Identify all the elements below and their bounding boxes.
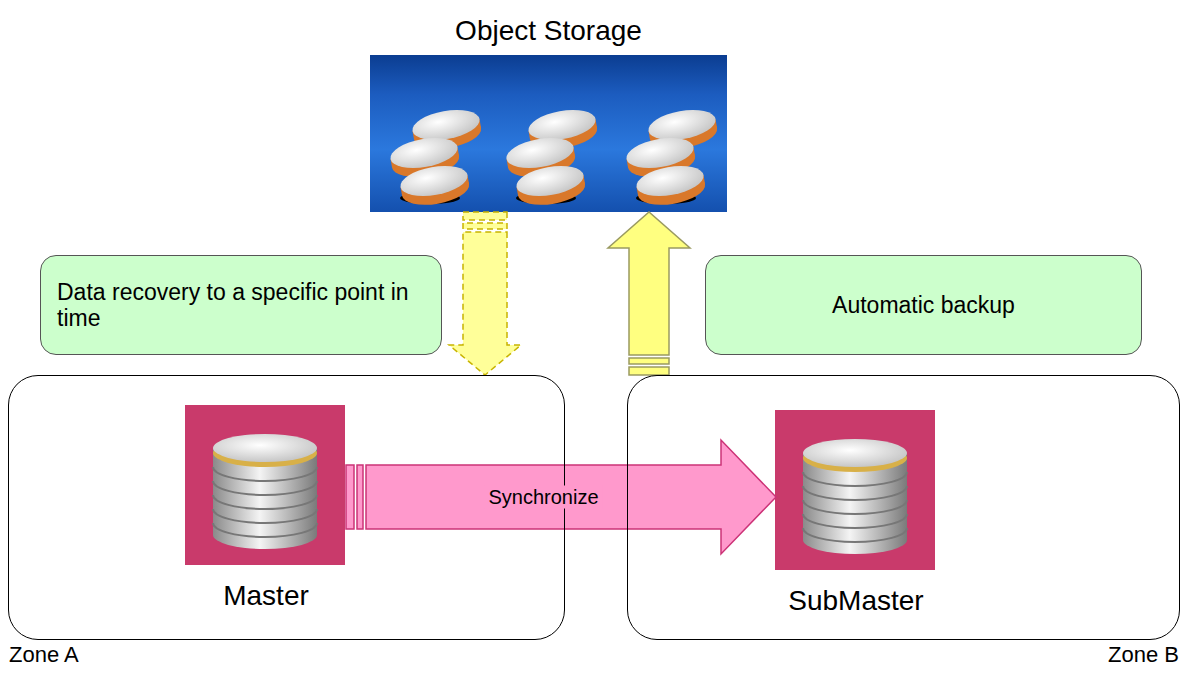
- backup-arrow: [608, 212, 690, 375]
- arrow-shape: [608, 212, 690, 355]
- sync-arrow: [346, 440, 776, 554]
- database-label: Master: [106, 580, 426, 612]
- callout-box: Data recovery to a specific point in tim…: [40, 255, 442, 355]
- arrow-shape: [629, 358, 669, 364]
- arrow-shape: [357, 465, 363, 529]
- arrow-shape: [629, 367, 669, 375]
- recovery-arrow: [449, 212, 521, 375]
- arrow-shape: [463, 223, 507, 229]
- database-node: SubMaster: [776, 411, 936, 571]
- connector-label: Synchronize: [484, 486, 602, 509]
- callout-text: Data recovery to a specific point in tim…: [57, 279, 425, 332]
- arrow-shape: [463, 212, 507, 220]
- database-label: SubMaster: [696, 585, 1016, 617]
- database-icon: [775, 410, 935, 570]
- arrow-shape: [449, 232, 521, 375]
- database-node: Master: [186, 406, 346, 566]
- zone-box: SubMasterZone B: [627, 375, 1180, 640]
- callout-box: Automatic backup: [705, 255, 1142, 355]
- zone-box: MasterZone A: [8, 375, 565, 640]
- callout-text: Automatic backup: [832, 292, 1015, 318]
- object-storage-image: [370, 55, 727, 212]
- database-icon: [185, 405, 345, 565]
- zone-label: Zone A: [9, 642, 79, 667]
- arrow-shape: [346, 465, 354, 529]
- storage-node: Object Storage: [370, 55, 727, 212]
- arrow-shape: [366, 440, 776, 554]
- storage-title: Object Storage: [310, 15, 787, 47]
- zone-label: Zone B: [1108, 642, 1179, 667]
